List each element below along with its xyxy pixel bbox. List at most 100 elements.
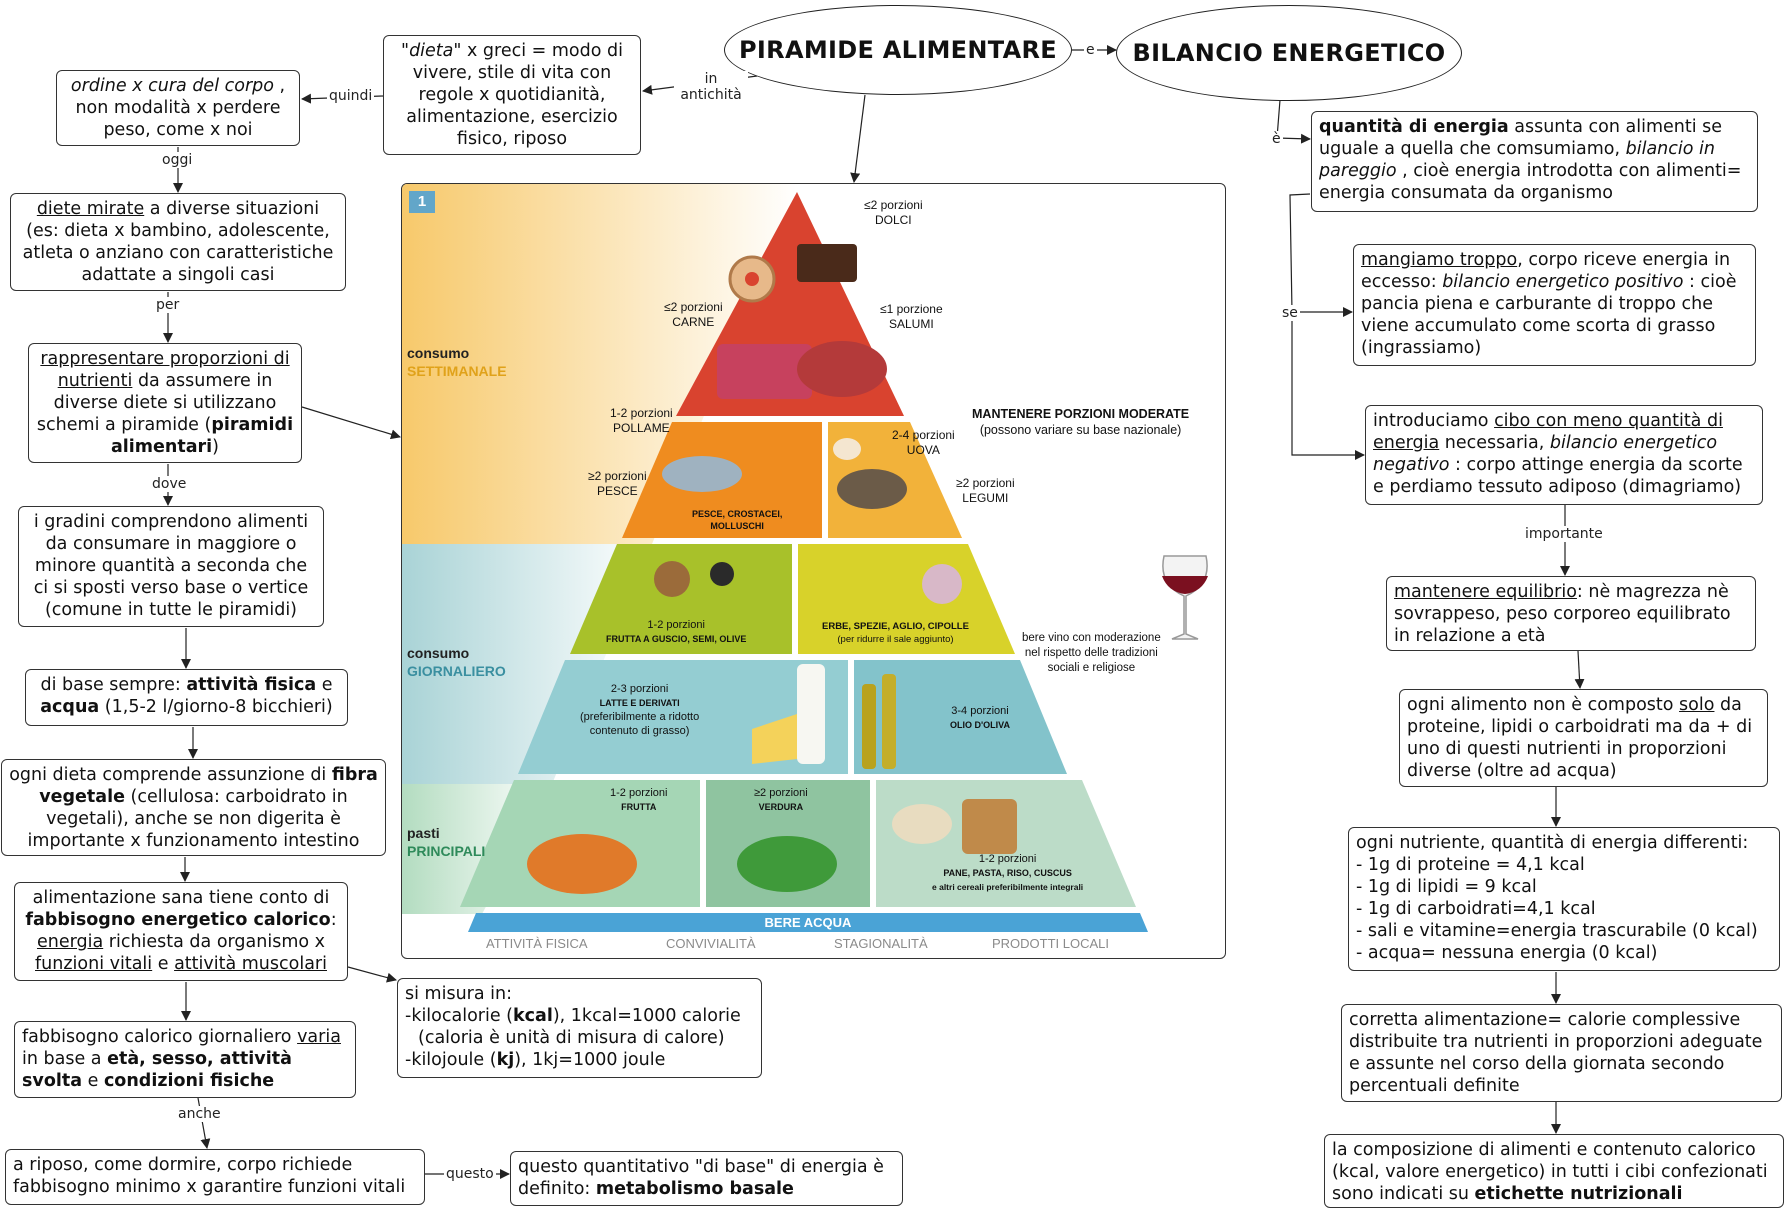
condizioni-fisiche-bold: condizioni fisiche xyxy=(103,1071,275,1091)
fibra-vegetale-bold: fibra vegetale xyxy=(39,765,378,807)
verdura-b: VERDURA xyxy=(758,802,804,812)
sana-text-4: e xyxy=(152,954,175,974)
pyramid-badge-number: 1 xyxy=(417,193,427,210)
link-quantita-troppo xyxy=(1289,193,1353,317)
quantita-text-1: assunta con alimenti se uguale a quella … xyxy=(1319,117,1723,159)
latte-a: 2-3 porzioni xyxy=(610,683,669,695)
link-equilibrio-alimento xyxy=(1574,650,1585,689)
sana-text-2: : xyxy=(330,910,337,930)
label-quindi: quindi xyxy=(327,88,375,104)
piramidi-alimentari-bold: piramidi alimentari xyxy=(111,415,294,457)
legumi-a: ≥2 porzioni xyxy=(956,476,1015,490)
link-sana-misura xyxy=(347,966,397,983)
pane-b: PANE, PASTA, RISO, CUSCUS xyxy=(943,868,1072,878)
vino-b: nel rispetto delle tradizioni xyxy=(1024,647,1158,659)
fabb-text-1: fabbisogno calorico giornaliero xyxy=(22,1027,298,1047)
box-rappresentare: rappresentare proporzioni di nutrienti d… xyxy=(28,343,302,463)
pesce-a: ≥2 porzioni xyxy=(588,469,647,483)
misura-kcal-c: ), 1kcal=1000 calorie xyxy=(552,1006,741,1026)
box-metabolismo-basale: questo quantitativo "di base" di energia… xyxy=(510,1151,903,1206)
box-base-sempre: di base sempre: attività fisica e acqua … xyxy=(25,669,348,726)
label-vino: bere vino con moderazione nel rispetto de… xyxy=(1022,631,1161,676)
crostacei-b: MOLLUSCHI xyxy=(710,521,764,531)
dolci-b: DOLCI xyxy=(874,213,912,227)
box-ogni-alimento: ogni alimento non è composto solo da pro… xyxy=(1399,689,1768,787)
wine-glass-icon xyxy=(1162,555,1208,640)
latte-d: contenuto di grasso) xyxy=(589,725,690,737)
footer-attivita-fisica: ATTIVITÀ FISICA xyxy=(486,936,588,951)
band-weekly xyxy=(402,184,798,544)
quantita-energia-bold: quantità di energia xyxy=(1319,117,1509,137)
pyramid-badge xyxy=(409,191,435,213)
label-anche: anche xyxy=(176,1106,223,1122)
label-dove: dove xyxy=(150,476,189,492)
frutta-b: FRUTTA xyxy=(621,802,657,812)
eta-sesso-bold: età, sesso, attività svolta xyxy=(22,1049,292,1091)
sana-text-1: alimentazione sana tiene conto di xyxy=(32,888,330,908)
equilibrio-text: : nè magrezza nè sovrappeso, peso corpor… xyxy=(1394,582,1731,646)
box-si-misura: si misura in: -kilocalorie (kcal), 1kcal… xyxy=(397,978,762,1078)
label-e-accent: è xyxy=(1270,131,1283,147)
food-onion-icon xyxy=(922,564,962,604)
box-cibo-meno: introduciamo cibo con meno quantità di e… xyxy=(1365,405,1763,505)
latte-c: (preferibilmente a ridotto xyxy=(580,711,700,723)
food-meat-icon xyxy=(717,344,812,399)
acqua-bold: acqua xyxy=(40,697,100,717)
rappresentare-underline: rappresentare proporzioni di nutrienti xyxy=(40,349,290,391)
carne-b: CARNE xyxy=(672,315,715,329)
dolci-a: ≤2 porzioni xyxy=(864,198,923,212)
bilancio-negativo-italic: bilancio energetico negativo xyxy=(1373,433,1718,475)
kj-bold: kj xyxy=(496,1050,515,1070)
nutriente-line-1: - 1g di proteine = 4,1 kcal xyxy=(1356,855,1585,875)
box-a-riposo: a riposo, come dormire, corpo richiede f… xyxy=(5,1149,425,1205)
bilancio-positivo-italic: bilancio energetico positivo xyxy=(1442,272,1684,292)
attivita-fisica-bold: attività fisica xyxy=(186,675,317,695)
box-fabbisogno-giornaliero: fabbisogno calorico giornaliero varia in… xyxy=(14,1021,356,1098)
box-diete-mirate: diete mirate a diverse situazioni (es: d… xyxy=(10,193,346,291)
dieta-text: x greci = modo di vivere, stile di vita … xyxy=(406,41,623,149)
troppo-text-2: : cioè pancia piena e carburante di trop… xyxy=(1361,272,1737,358)
label-consumo-giornaliero: consumo GIORNALIERO xyxy=(407,644,506,680)
misura-line-4: -kilojoule (kj), 1kj=1000 joule xyxy=(405,1049,754,1071)
label-se: se xyxy=(1280,305,1300,321)
label-consumo-settimanale: consumo SETTIMANALE xyxy=(407,344,507,380)
salumi-b: SALUMI xyxy=(888,317,934,331)
oval-piramide-alimentare: PIRAMIDE ALIMENTARE xyxy=(724,5,1072,95)
uova-a: 2-4 porzioni xyxy=(892,428,955,442)
label-bere-acqua: BERE ACQUA xyxy=(764,915,852,930)
moderate-b: (possono variare su base nazionale) xyxy=(979,423,1182,437)
pasti-a: pasti xyxy=(407,825,440,841)
fabb-text-2: in base a xyxy=(22,1049,108,1069)
moderate-a: MANTENERE PORZIONI MODERATE xyxy=(972,407,1190,421)
metab-text: questo quantitativo "di base" di energia… xyxy=(518,1157,884,1199)
etichette-text: la composizione di alimenti e contenuto … xyxy=(1332,1140,1768,1204)
pane-a: 1-2 porzioni xyxy=(978,853,1037,865)
label-pasti-principali: pasti PRINCIPALI xyxy=(407,824,485,860)
settimanale-b: SETTIMANALE xyxy=(407,363,507,379)
attivita-muscolari-underline: attività muscolari xyxy=(174,954,327,974)
ordine-italic: ordine x cura del corpo xyxy=(70,76,274,96)
food-pyramid-image: 1 consumo SETTIMANALE consumo GIORNALIER… xyxy=(401,183,1226,959)
box-quantita-energia: quantità di energia assunta con alimenti… xyxy=(1311,111,1758,212)
footer-stagionalita: STAGIONALITÀ xyxy=(834,936,928,951)
nutriente-line-5: - acqua= nessuna energia (0 kcal) xyxy=(1356,943,1658,963)
pesce-b: PESCE xyxy=(596,484,638,498)
vino-a: bere vino con moderazione xyxy=(1022,632,1161,644)
food-fruit-icon xyxy=(527,834,637,894)
erbe-a: ERBE, SPEZIE, AGLIO, CIPOLLE xyxy=(822,621,969,632)
tier-olive-oil xyxy=(854,660,1067,774)
diete-mirate-text: a diverse situazioni (es: dieta x bambin… xyxy=(22,199,334,285)
bilancio-pareggio-italic: bilancio in pareggio xyxy=(1319,139,1715,181)
food-olives-icon xyxy=(710,562,734,586)
box-mantenere-equilibrio: mantenere equilibrio: nè magrezza nè sov… xyxy=(1386,576,1756,651)
funzioni-vitali-underline: funzioni vitali xyxy=(35,954,153,974)
uova-b: UOVA xyxy=(906,443,940,457)
rappresentare-text: da assumere in diverse diete si utilizza… xyxy=(36,371,277,435)
pane-c: e altri cereali preferibilmente integral… xyxy=(932,882,1084,892)
